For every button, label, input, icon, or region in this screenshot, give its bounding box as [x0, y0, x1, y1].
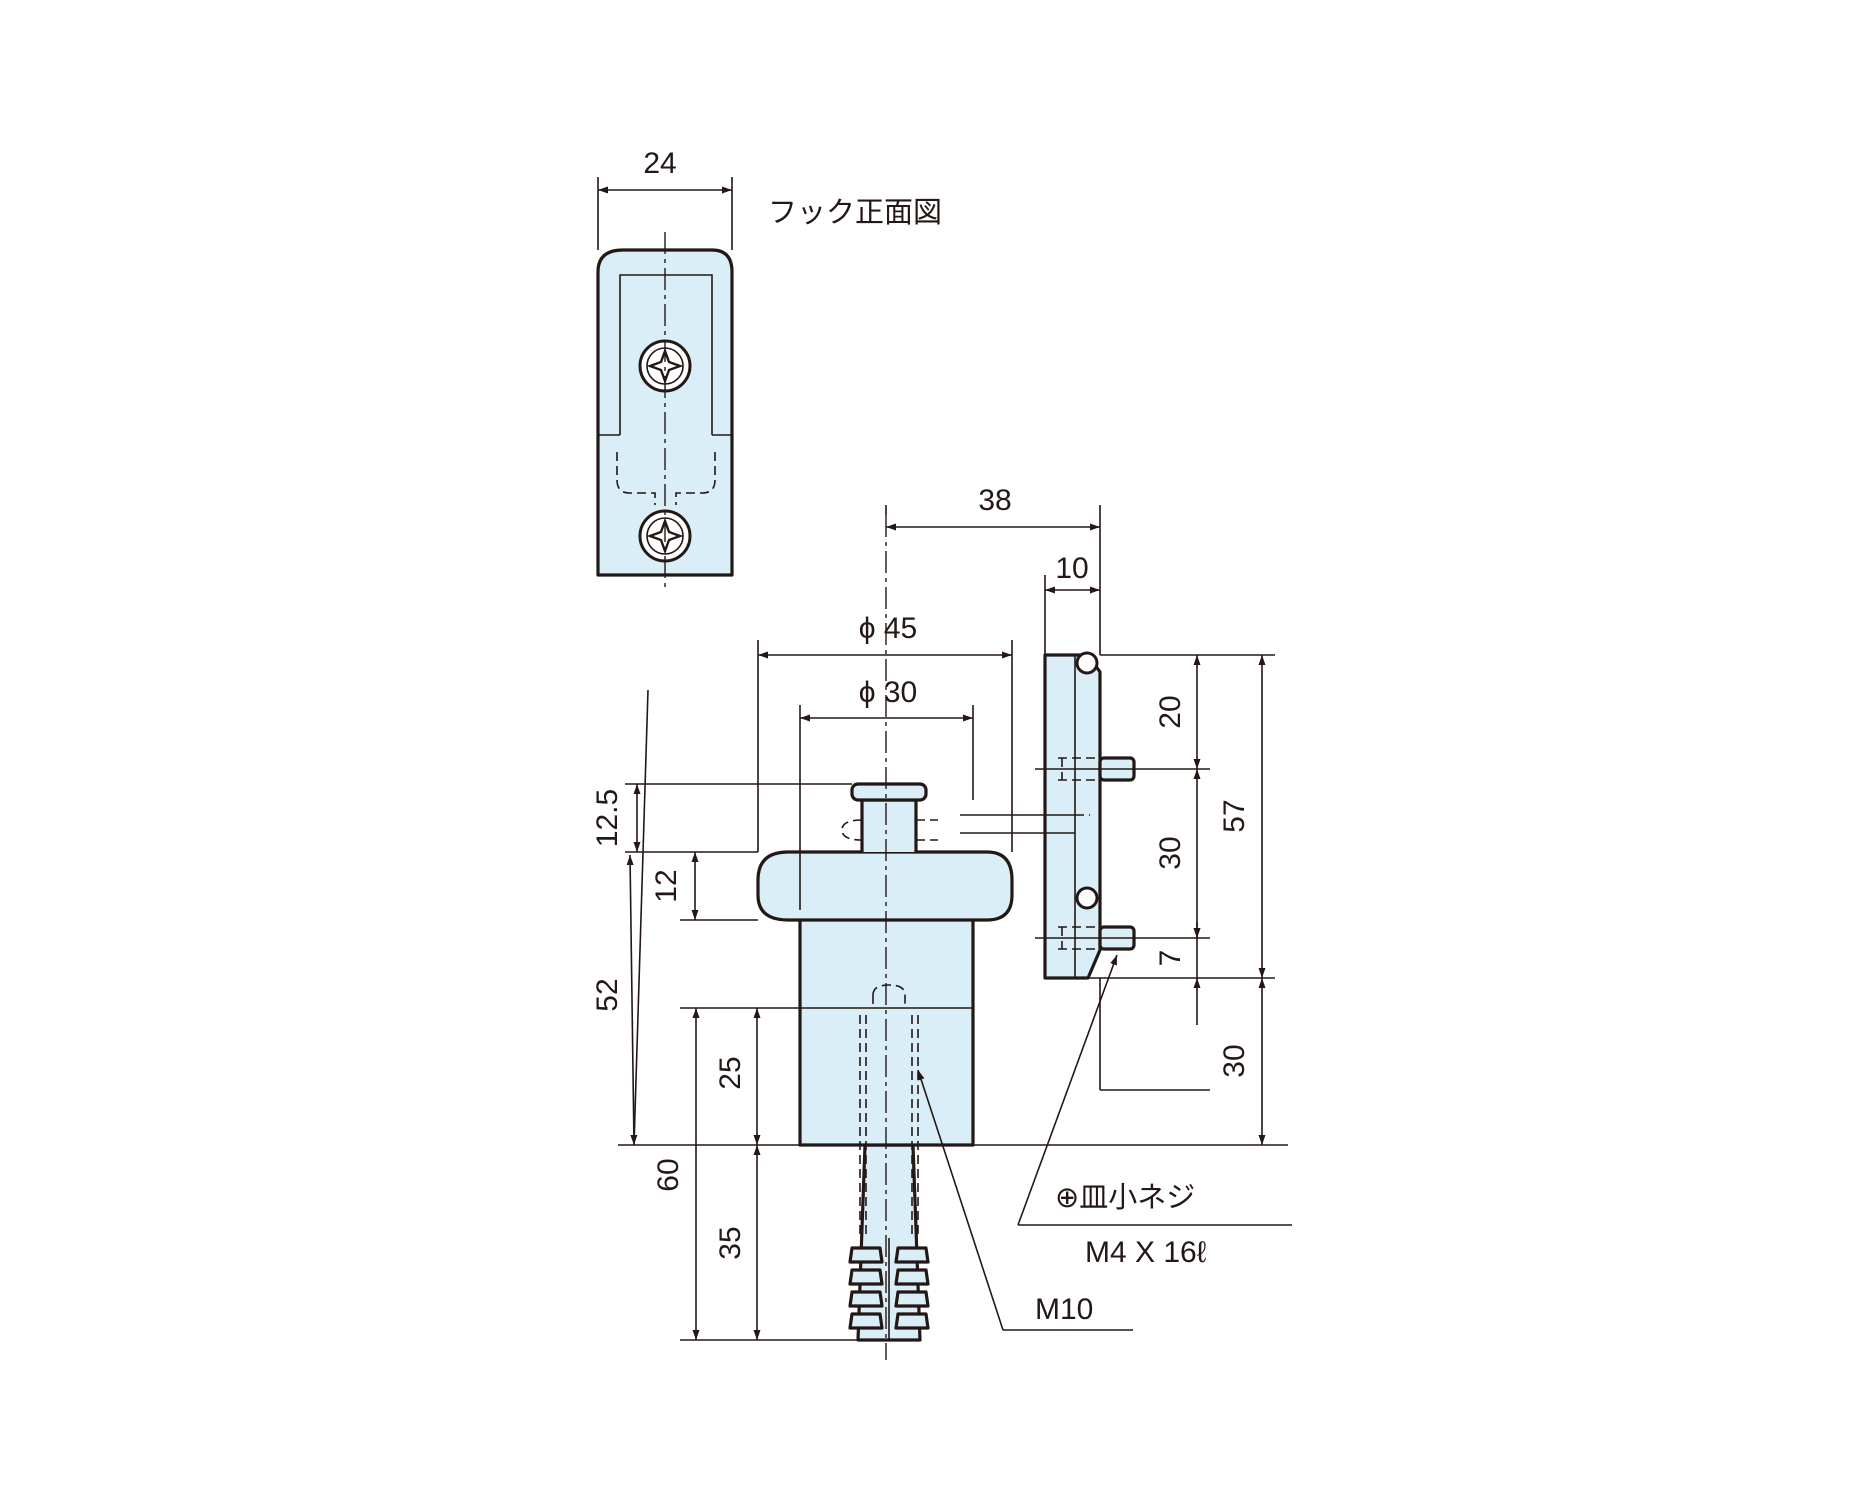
dim-offset-38: 38: [886, 484, 1100, 531]
dim-flange-diameter-label: ϕ 45: [859, 612, 918, 645]
dim-overall-height: 52: [591, 689, 649, 1146]
dim-hook-width-label: 24: [643, 147, 676, 180]
dim-anchor-length-label: 35: [714, 1226, 747, 1259]
dim-hole-depth: 25: [714, 1008, 761, 1145]
callout-thread: M10: [917, 1069, 1133, 1331]
dim-plate-offset: 30: [1218, 978, 1266, 1145]
dim-screw-offset-bottom: 7: [1154, 922, 1201, 1025]
dim-screw-pitch-label: 30: [1154, 836, 1187, 869]
dim-screw-offset-top: 20: [1154, 655, 1201, 769]
dim-screw-offset-top-label: 20: [1154, 695, 1187, 728]
dim-total-length: 60: [652, 1008, 700, 1340]
hook-side-view: [960, 651, 1136, 980]
extension-lines: [625, 505, 1275, 1341]
screw-name-label: ⊕皿小ネジ: [1055, 1180, 1195, 1214]
dim-knob-height: 12.5: [591, 784, 641, 852]
dim-anchor-length: 35: [714, 1145, 761, 1340]
thread-size-label: M10: [1035, 1293, 1093, 1326]
dim-overall-height-label: 52: [591, 978, 624, 1011]
dim-body-diameter-label: ϕ 30: [859, 676, 918, 709]
dim-hook-width: 24: [597, 147, 733, 250]
dim-body-diameter: ϕ 30: [800, 676, 973, 722]
screw-spec-label: M4 X 16ℓ: [1085, 1236, 1207, 1269]
dim-offset-38-label: 38: [978, 484, 1011, 517]
dim-plate-height: 57: [1218, 655, 1266, 978]
dim-flange-height: 12: [650, 852, 699, 920]
dim-screw-offset-bottom-label: 7: [1154, 950, 1187, 967]
dim-plate-offset-label: 30: [1218, 1044, 1251, 1077]
dim-hole-depth-label: 25: [714, 1056, 747, 1089]
dim-flange-height-label: 12: [650, 869, 683, 902]
dim-plate-height-label: 57: [1218, 799, 1251, 832]
dim-plate-thickness: 10: [1045, 552, 1100, 594]
dim-knob-height-label: 12.5: [591, 789, 624, 847]
dim-flange-diameter: ϕ 45: [758, 612, 1012, 659]
anchor-ribs: [848, 1238, 930, 1340]
door-stopper-body: [618, 515, 1288, 1360]
dim-screw-pitch: 30: [1154, 769, 1201, 938]
hook-front-view: [596, 232, 734, 592]
dim-total-length-label: 60: [652, 1158, 685, 1191]
dim-plate-thickness-label: 10: [1055, 552, 1088, 585]
hook-front-view-label: フック正面図: [768, 195, 942, 229]
callout-screw: ⊕皿小ネジ M4 X 16ℓ: [1017, 954, 1292, 1269]
